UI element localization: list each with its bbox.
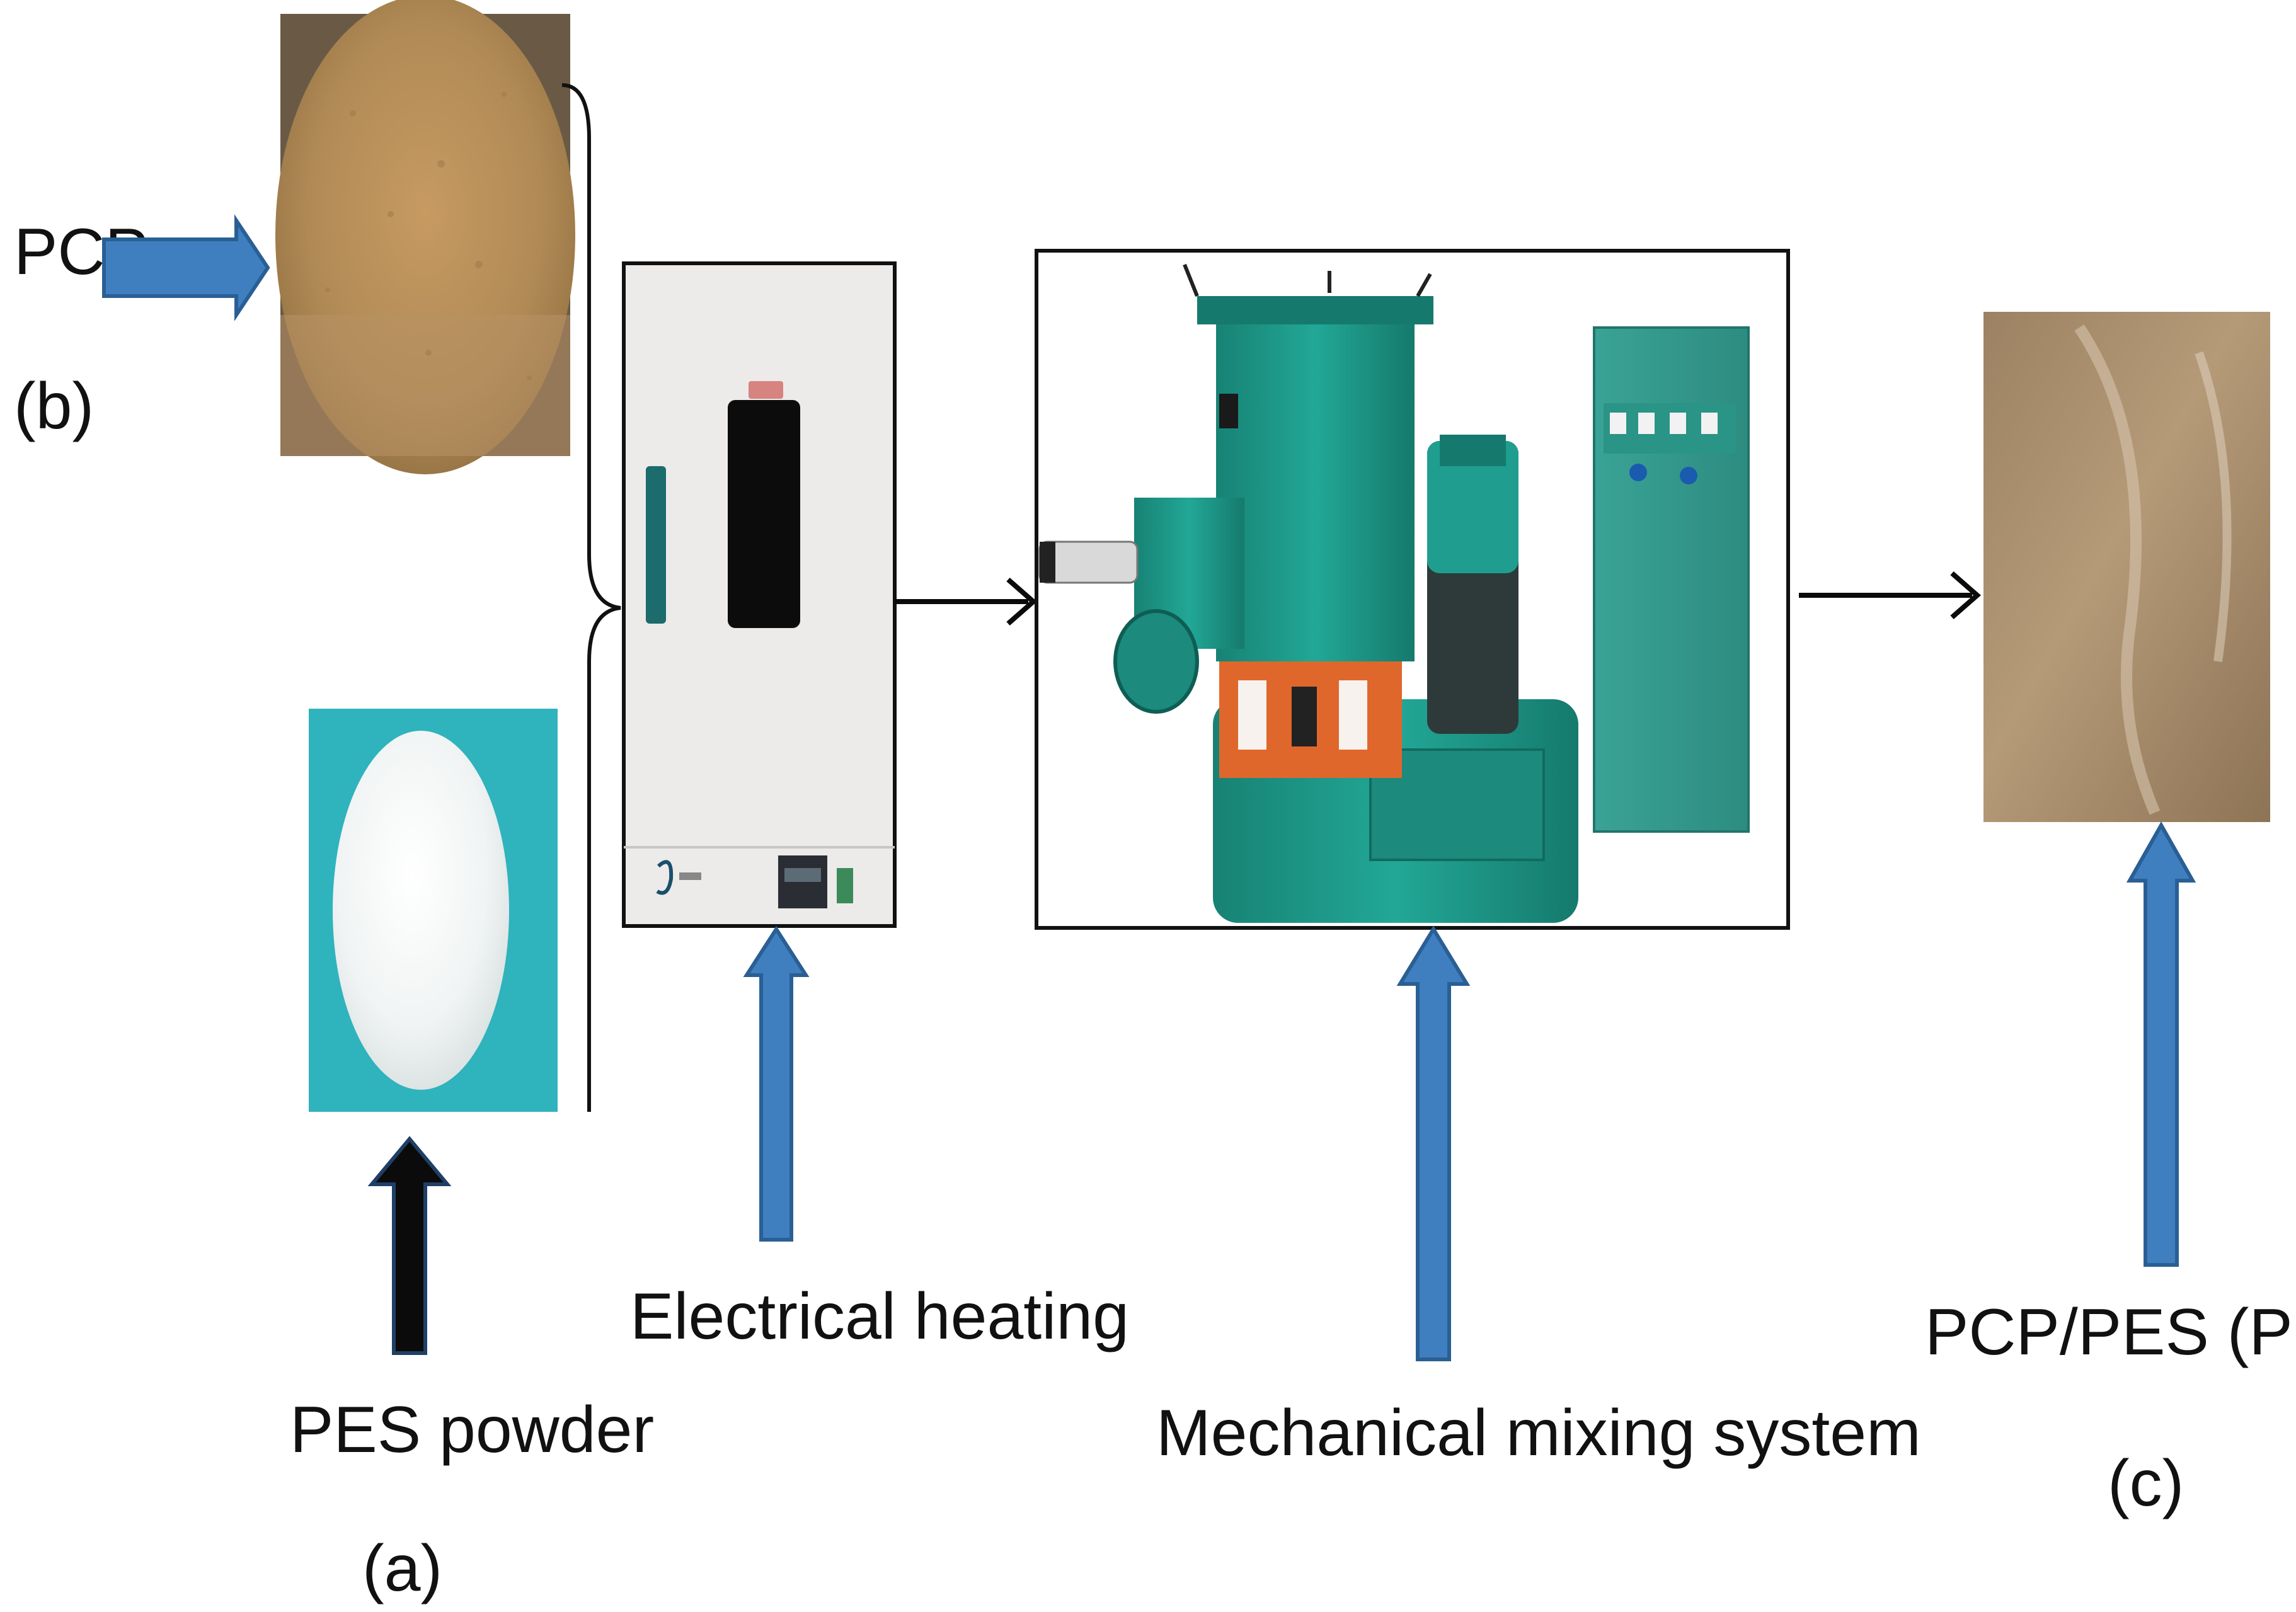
product-photo — [1983, 312, 2270, 822]
mechanical-mixing-label: Mechanical mixing system — [1156, 1397, 1921, 1470]
heating-arrow-icon — [743, 925, 810, 1242]
pes-powder-label: PES powder — [290, 1393, 654, 1466]
pcp-photo — [275, 0, 575, 474]
product-arrow-icon — [2126, 821, 2196, 1267]
pes-tag: (a) — [362, 1532, 442, 1605]
input-brace — [561, 83, 621, 1112]
oven-to-mixer-arrow-icon — [895, 577, 1038, 626]
pcp-tag: (b) — [14, 370, 94, 443]
mixing-arrow-icon — [1396, 925, 1471, 1361]
pes-arrow-icon — [367, 1136, 452, 1355]
oven-photo — [622, 261, 897, 928]
electrical-heating-label: Electrical heating — [630, 1280, 1129, 1353]
mixer-photo — [1035, 249, 1790, 930]
product-label: PCP/PES (PCPC) — [1925, 1296, 2296, 1369]
mixer-to-product-arrow-icon — [1799, 571, 1982, 620]
pcp-arrow-icon — [102, 214, 270, 321]
pes-photo — [309, 709, 558, 1112]
product-tag: (c) — [2108, 1447, 2184, 1520]
